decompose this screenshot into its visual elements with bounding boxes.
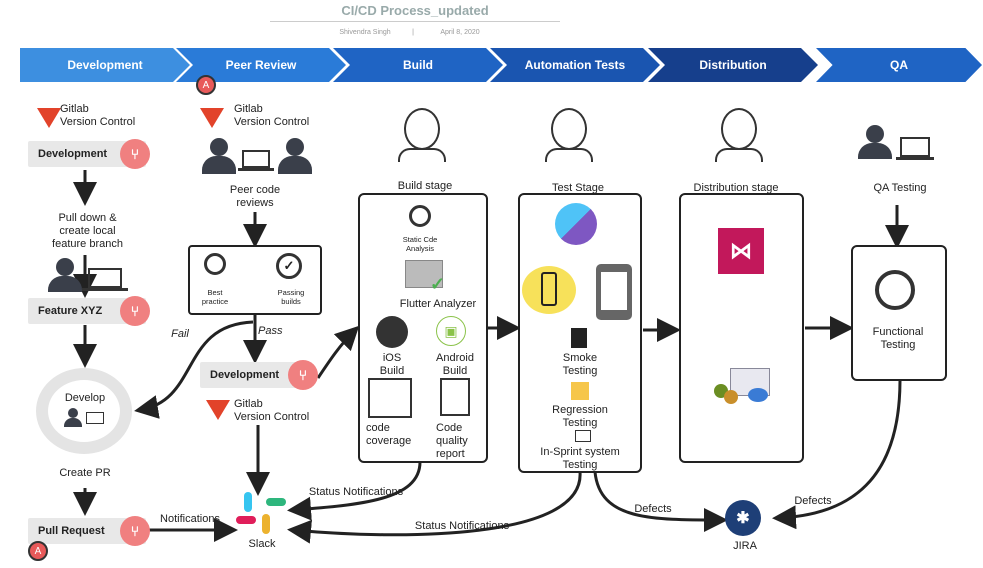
email-users-icon bbox=[714, 368, 770, 408]
stage-label: Distribution bbox=[699, 58, 767, 72]
passing-builds-icon: ✓ bbox=[276, 253, 302, 279]
stage-chevron-distribution: Distribution bbox=[648, 48, 818, 82]
gitlab-icon bbox=[206, 400, 230, 420]
jira-icon: ✱ bbox=[725, 500, 761, 536]
quality-report-icon bbox=[440, 378, 470, 416]
jenkins-icon bbox=[398, 108, 446, 162]
code-quality-label: Code quality report bbox=[436, 422, 468, 460]
flutter-analyzer-label: Flutter Analyzer bbox=[399, 298, 477, 310]
stage-label: Peer Review bbox=[225, 58, 297, 72]
date: April 8, 2020 bbox=[440, 29, 480, 36]
pull-down-label: Pull down & create local feature branch bbox=[52, 212, 123, 250]
best-practice-icon bbox=[204, 253, 226, 275]
regression-testing-icon bbox=[571, 382, 589, 400]
arrow-dev-build bbox=[316, 325, 360, 379]
stage-label: QA bbox=[890, 58, 908, 72]
pass-label: Pass bbox=[258, 325, 283, 337]
peer-gitlab-label-2: Gitlab Version Control bbox=[234, 398, 310, 423]
arrow-test-slack bbox=[287, 471, 582, 544]
android-icon: ▣ bbox=[436, 316, 466, 346]
smoke-testing-icon bbox=[571, 328, 587, 348]
defects-label-1: Defects bbox=[634, 503, 672, 515]
regression-testing-label: Regression Testing bbox=[552, 404, 608, 429]
stage-chevron-build: Build bbox=[333, 48, 503, 82]
git-branch-icon: ⑂ bbox=[120, 516, 150, 546]
reviewers-icon bbox=[198, 138, 318, 176]
jenkins-icon bbox=[545, 108, 593, 162]
android-build-label: Android Build bbox=[436, 352, 474, 377]
code-coverage-label: code coverage bbox=[366, 422, 412, 447]
best-practice-label: Best practice bbox=[201, 288, 229, 306]
smoke-testing-label: Smoke Testing bbox=[562, 352, 598, 377]
slack-label: Slack bbox=[248, 538, 276, 550]
functional-testing-box bbox=[851, 245, 947, 381]
git-branch-icon: ⑂ bbox=[120, 296, 150, 326]
gitlab-icon bbox=[200, 108, 224, 128]
code-coverage-icon bbox=[368, 378, 412, 418]
avatar: A bbox=[196, 75, 216, 95]
stage-label: Automation Tests bbox=[524, 58, 626, 72]
static-code-label: Static Cde Analysis bbox=[402, 235, 438, 253]
build-stage-label: Build stage bbox=[397, 180, 453, 192]
system-testing-icon bbox=[575, 430, 591, 442]
jenkins-icon bbox=[715, 108, 763, 162]
laptop-icon bbox=[88, 268, 122, 288]
develop-cycle-icon bbox=[36, 368, 132, 454]
ios-build-label: iOS Build bbox=[379, 352, 405, 377]
stage-chevron-automation-tests: Automation Tests bbox=[490, 48, 660, 82]
peer-gitlab-label: Gitlab Version Control bbox=[234, 103, 310, 128]
stage-chevron-qa: QA bbox=[816, 48, 982, 82]
peer-code-reviews-label: Peer code reviews bbox=[229, 184, 281, 209]
git-branch-icon: ⑂ bbox=[120, 139, 150, 169]
dev-gitlab-label: Gitlab Version Control bbox=[60, 103, 136, 128]
arrow-fail bbox=[134, 320, 254, 419]
in-sprint-testing-label: In-Sprint system Testing bbox=[540, 446, 620, 471]
develop-label: Develop bbox=[64, 392, 106, 404]
author: Shivendra Singh bbox=[339, 29, 391, 36]
test-stage-label: Test Stage bbox=[552, 182, 604, 194]
jira-label: JIRA bbox=[733, 540, 757, 552]
separator: | bbox=[412, 29, 414, 36]
qa-testing-label: QA Testing bbox=[873, 182, 927, 194]
arrow-qa-jira bbox=[772, 379, 902, 530]
notifications-label: Notifications bbox=[160, 513, 220, 525]
functional-testing-label: Functional Testing bbox=[872, 326, 924, 351]
status-notifications-label-1: Status Notifications bbox=[308, 486, 404, 498]
title-underline bbox=[270, 21, 560, 22]
test-framework-logo-icon bbox=[555, 203, 597, 245]
defects-label-2: Defects bbox=[794, 495, 832, 507]
git-branch-icon: ⑂ bbox=[288, 360, 318, 390]
avatar: A bbox=[28, 541, 48, 561]
passing-builds-label: Passing builds bbox=[277, 288, 305, 306]
stage-label: Build bbox=[403, 58, 433, 72]
ios-device-icon bbox=[522, 266, 576, 314]
diagram-title: CI/CD Process_updated bbox=[341, 3, 489, 18]
static-analysis-icon bbox=[409, 205, 431, 227]
bug-search-icon bbox=[875, 270, 915, 310]
apple-icon bbox=[376, 316, 408, 348]
stage-label: Development bbox=[67, 58, 143, 72]
status-notifications-label-2: Status Notifications bbox=[414, 520, 510, 532]
flutter-analyzer-icon bbox=[405, 260, 443, 288]
slack-icon bbox=[236, 492, 288, 536]
create-pr-label: Create PR bbox=[59, 467, 111, 479]
distribution-stage-label: Distribution stage bbox=[693, 182, 779, 194]
stage-chevron-development: Development bbox=[20, 48, 190, 82]
app-center-icon: ⋈ bbox=[718, 228, 764, 274]
arrow-test-jira bbox=[593, 471, 728, 532]
arrow-build-slack bbox=[287, 461, 422, 521]
fail-label: Fail bbox=[171, 328, 189, 340]
review-criteria-box bbox=[188, 245, 322, 315]
gitlab-icon bbox=[37, 108, 61, 128]
